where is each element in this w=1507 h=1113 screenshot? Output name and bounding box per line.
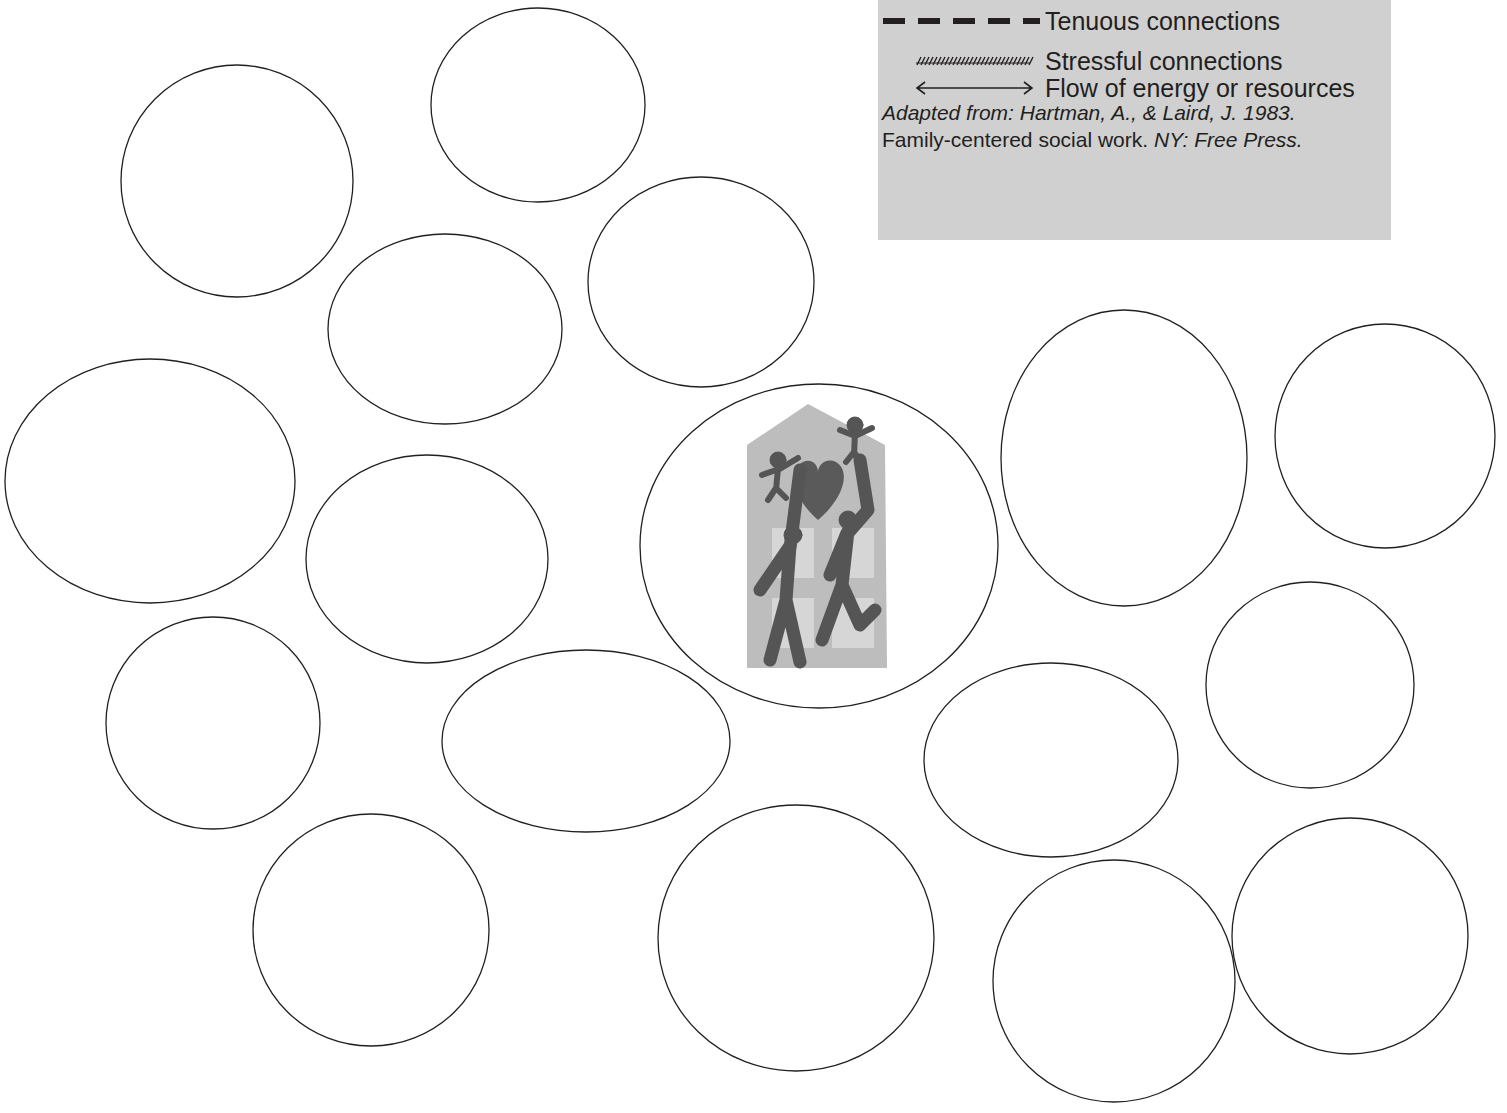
legend-text: Flow of energy or resources [1045,73,1355,103]
legend-text: Tenuous connections [1045,6,1280,36]
empty-circle [5,359,295,603]
empty-circle [106,617,320,829]
empty-circle [588,177,814,387]
empty-circle [431,8,645,202]
empty-circle [253,814,489,1046]
empty-circle [442,650,730,832]
empty-circle [658,805,934,1071]
empty-circle [328,234,562,424]
family-illustration [747,404,887,668]
legend-sample-hatch [880,51,1040,71]
legend-sample-arrow [880,78,1040,98]
empty-circle [993,860,1235,1102]
empty-circle [1275,324,1495,548]
empty-circle [1232,818,1468,1054]
citation-text: NY: Free Press. [1154,127,1303,153]
empty-circle [121,65,353,297]
citation-text: Adapted from: Hartman, A., & Laird, J. 1… [882,100,1296,126]
empty-circle [306,455,548,663]
family-circle [640,384,998,708]
legend-sample-dash [880,11,1040,31]
legend-text: Stressful connections [1045,46,1283,76]
empty-circle [924,663,1178,857]
citation-text: Family-centered social work. [882,127,1148,153]
empty-circle [1206,582,1414,788]
empty-circle [1001,310,1247,606]
